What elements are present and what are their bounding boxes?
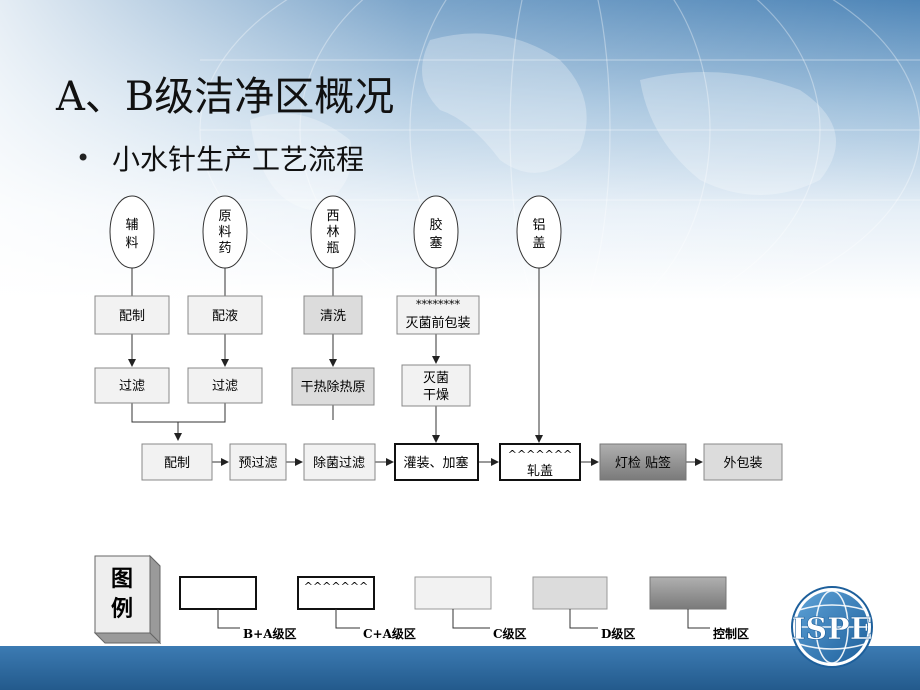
- input-excipient-label-2: 料: [125, 236, 138, 251]
- input-stopper-label-2: 塞: [429, 235, 442, 251]
- step-sterile-filter: 除菌过滤: [303, 443, 376, 481]
- ispe-logo-text: ISPE: [791, 612, 872, 647]
- input-cap-label-1: 铝: [532, 218, 545, 233]
- step-wash: 清洗: [303, 295, 363, 335]
- input-stopper-label-1: 胶: [429, 217, 442, 233]
- step-capping-marks: ^^^^^^^: [508, 448, 573, 461]
- input-api: 原 料 药: [202, 195, 248, 269]
- legend-item-c: C级区: [414, 576, 527, 641]
- input-api-label-2: 料: [218, 225, 231, 240]
- step-prep1-label: 配制: [119, 309, 145, 324]
- input-cap: 铝 盖: [516, 195, 562, 269]
- legend-item-ba-label: B+A级区: [243, 626, 297, 641]
- step-wash-label: 清洗: [320, 309, 346, 324]
- legend-item-control-label: 控制区: [713, 626, 749, 641]
- step-compound: 配制: [141, 443, 213, 481]
- legend-item-d: D级区: [532, 576, 635, 641]
- step-capping-label: 轧盖: [527, 464, 553, 479]
- step-capping: ^^^^^^^ 轧盖: [499, 443, 581, 481]
- ispe-logo: ISPE: [791, 586, 873, 668]
- step-sterilize-dry: 灭菌 干燥: [401, 364, 471, 407]
- input-api-label-3: 药: [218, 241, 231, 256]
- step-filter1-label: 过滤: [119, 379, 145, 394]
- step-inspect-label-text: 灯检 贴签: [615, 455, 671, 471]
- step-outer-pack: 外包装: [703, 443, 783, 481]
- legend-item-ba: B+A级区: [179, 576, 297, 641]
- step-filter2-label: 过滤: [212, 379, 238, 394]
- step-sterile-filter-label: 除菌过滤: [313, 456, 365, 471]
- input-vial-label-2: 林: [326, 225, 339, 240]
- step-sterilize-dry-label-2: 干燥: [423, 388, 449, 403]
- input-cap-label-2: 盖: [532, 236, 545, 251]
- legend-item-ca-marks: ^^^^^^^: [304, 580, 369, 593]
- step-depyrogen: 干热除热原: [291, 367, 375, 406]
- step-filter2: 过滤: [187, 367, 263, 404]
- slide-title: A、B级洁净区概况: [56, 74, 395, 120]
- step-compound-label: 配制: [164, 456, 190, 471]
- input-stopper: 胶 塞: [413, 195, 459, 269]
- step-filter1: 过滤: [94, 367, 170, 404]
- step-stopper-prep-label: 灭菌前包装: [405, 315, 470, 331]
- input-excipient-label-1: 辅: [125, 218, 138, 233]
- step-fill-stopper-label: 灌装、加塞: [403, 455, 468, 471]
- legend-item-d-label: D级区: [601, 626, 635, 641]
- legend-title-1: 图: [111, 566, 133, 592]
- input-api-label-1: 原: [218, 209, 231, 224]
- input-vial-label-1: 西: [326, 209, 339, 224]
- flow-connectors: [128, 268, 703, 466]
- bullet-marker: •: [76, 144, 91, 172]
- input-excipient: 辅 料: [109, 195, 155, 269]
- step-fill-stopper: 灌装、加塞: [394, 443, 479, 481]
- step-prep2: 配液: [187, 295, 263, 335]
- legend-item-ca: ^^^^^^^ C+A级区: [297, 576, 416, 641]
- step-stopper-prep: ******** 灭菌前包装: [396, 295, 480, 335]
- step-depyrogen-label: 干热除热原: [300, 380, 365, 395]
- input-vial: 西 林 瓶: [310, 195, 356, 269]
- step-sterilize-dry-label-1: 灭菌: [423, 371, 449, 386]
- step-prefilter: 预过滤: [229, 443, 287, 481]
- bullet-text: 小水针生产工艺流程: [112, 143, 365, 176]
- legend-item-control: 控制区: [649, 576, 749, 641]
- step-stopper-prep-marks: ********: [416, 298, 461, 311]
- legend: 图 例 B+A级区 ^^^^^^^ C+A级区 C级区 D级区 控制区: [93, 554, 749, 645]
- legend-title-2: 例: [111, 596, 133, 622]
- step-prefilter-label: 预过滤: [238, 456, 277, 471]
- legend-title-box: 图 例: [93, 554, 162, 645]
- legend-item-c-label: C级区: [493, 626, 527, 641]
- input-vial-label-3: 瓶: [326, 241, 339, 256]
- legend-item-ca-label: C+A级区: [363, 626, 416, 641]
- step-prep1: 配制: [94, 295, 170, 335]
- step-inspect-label: 灯检 贴签: [599, 443, 687, 481]
- step-outer-pack-label: 外包装: [723, 456, 762, 471]
- step-prep2-label: 配液: [212, 309, 238, 324]
